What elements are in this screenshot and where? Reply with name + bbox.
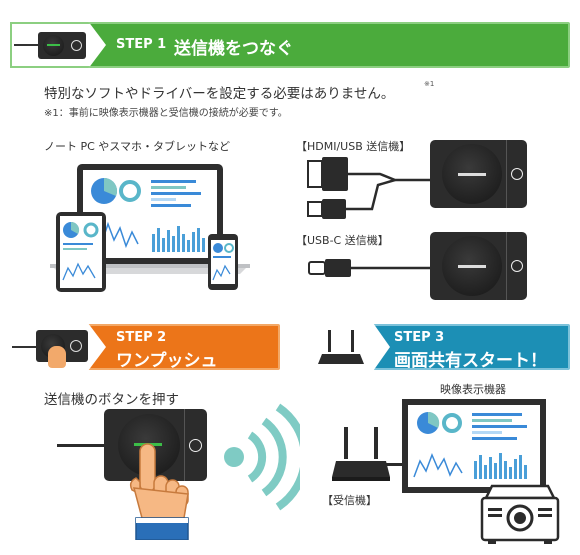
share-icon-large: [189, 439, 202, 452]
hand-pressing-icon: [129, 443, 189, 540]
receiver-cable: [386, 463, 408, 466]
step1-label: STEP 1: [116, 37, 167, 52]
receiver-device: [332, 427, 390, 481]
receiver-icon: [318, 330, 364, 364]
receiver-caption: 【受信機】: [322, 494, 377, 507]
step2-caption: 送信機のボタンを押す: [44, 392, 179, 408]
step1-banner: STEP 1 送信機をつなぐ: [10, 22, 570, 68]
hdmi-transmitter-label: 【HDMI/USB 送信機】: [296, 140, 411, 153]
step1-title: 送信機をつなぐ: [174, 39, 293, 59]
devices-illustration: [50, 164, 250, 292]
devices-caption: ノート PC やスマホ・タブレットなど: [44, 140, 230, 153]
usbc-connector: [308, 259, 435, 277]
usbc-transmitter-label: 【USB-C 送信機】: [296, 234, 389, 247]
step1-footnote-mark: ※1: [424, 80, 435, 88]
projector-icon: [480, 484, 560, 544]
step2-label: STEP 2: [116, 330, 167, 345]
display-caption: 映像表示機器: [440, 383, 506, 396]
hdmi-usb-connectors: [307, 157, 435, 219]
step2-tab: [10, 324, 106, 370]
transmitter-cable: [57, 444, 105, 447]
step3-label: STEP 3: [394, 330, 445, 345]
usbc-transmitter: [430, 232, 527, 300]
step1-note: ※1：事前に映像表示機器と受信機の接続が必要です。: [44, 108, 288, 119]
step3-tab: [300, 324, 390, 370]
step1-tab: [10, 22, 106, 68]
share-icon-usbc: [511, 260, 523, 272]
transmitter-icon: [38, 32, 86, 59]
share-icon: [511, 168, 523, 180]
wireless-signal-icon: [224, 403, 300, 511]
hdmi-usb-transmitter: [430, 140, 527, 208]
step2-title: ワンプッシュ: [116, 351, 218, 371]
step3-title: 画面共有スタート！: [394, 351, 547, 371]
display-monitor: [402, 399, 546, 493]
step2-banner: STEP 2 ワンプッシュ: [10, 324, 280, 371]
finger-icon: [48, 346, 66, 368]
step1-main-text: 特別なソフトやドライバーを設定する必要はありません。: [44, 86, 395, 102]
step3-banner: STEP 3 画面共有スタート！: [300, 324, 570, 371]
